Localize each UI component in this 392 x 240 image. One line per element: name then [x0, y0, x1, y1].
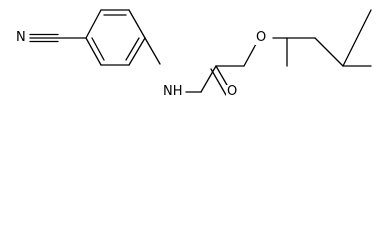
- ring-bond: [128, 9, 146, 39]
- ring-double-bond: [125, 37, 140, 61]
- ether-oxygen-label: O: [255, 30, 268, 45]
- chain-bond: [314, 37, 344, 67]
- ether-bond: [243, 43, 257, 67]
- ring-bond: [85, 9, 102, 39]
- aryl-amide-bond: [144, 37, 161, 65]
- carbonyl-oxygen-label: O: [226, 84, 239, 99]
- ring-double-bond: [91, 37, 105, 61]
- ring-bond: [128, 37, 146, 66]
- ring-bond: [85, 37, 102, 66]
- chemical-structure-diagram: N NH O O: [0, 0, 392, 116]
- nitrile-nitrogen-label: N: [15, 30, 27, 45]
- amide-bond: [200, 65, 217, 93]
- amide-nitrogen-label: NH: [162, 84, 184, 99]
- methyl-bond: [342, 9, 372, 67]
- carbonyl-double-bond: [210, 68, 227, 96]
- structure-bonds: [29, 9, 372, 96]
